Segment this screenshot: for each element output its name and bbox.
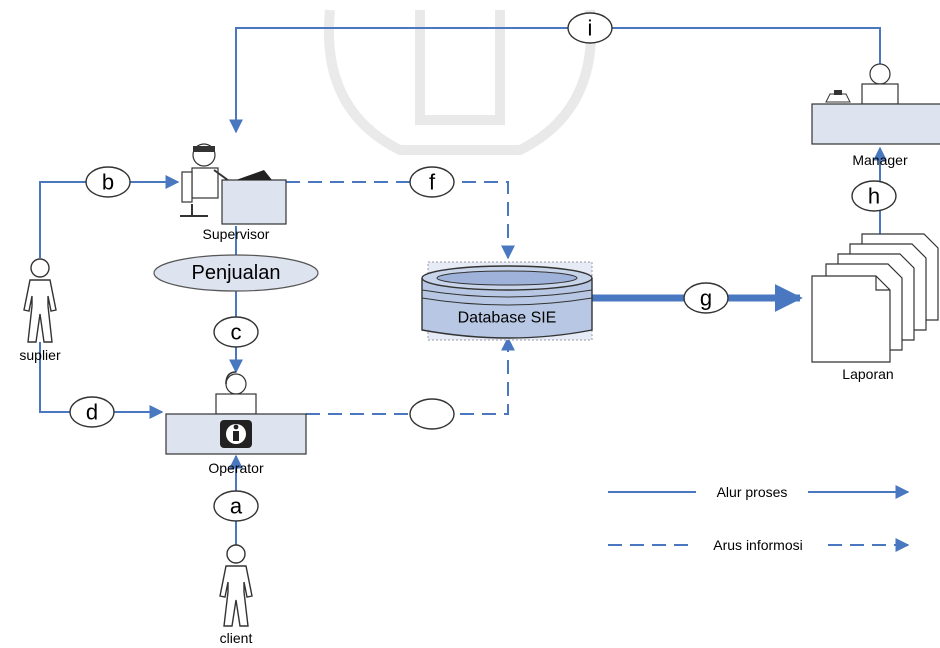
- supervisor-desk-icon: [180, 143, 287, 225]
- legend-process: Alur proses: [608, 482, 910, 502]
- penjualan-label: Penjualan: [192, 262, 281, 284]
- laporan-label: Laporan: [842, 366, 893, 382]
- info-f-line: [286, 181, 515, 260]
- svg-text:h: h: [868, 184, 880, 209]
- operator-desk-icon: [165, 371, 307, 455]
- svg-text:b: b: [102, 170, 114, 195]
- penjualan-node: [153, 254, 319, 292]
- legend: Alur proses Arus informosi: [608, 482, 910, 555]
- operator-label: Operator: [208, 460, 264, 476]
- svg-text:i: i: [588, 16, 593, 41]
- svg-text:c: c: [231, 320, 242, 345]
- legend-info: Arus informosi: [608, 535, 910, 555]
- client-person-icon: [219, 544, 253, 627]
- legend-process-label: Alur proses: [717, 484, 788, 500]
- database-icon: [421, 261, 593, 341]
- flow-b-line: [39, 175, 180, 258]
- circle-a: a: [213, 490, 259, 522]
- client-label: client: [220, 630, 253, 646]
- suplier-person-icon: [23, 258, 57, 343]
- circle-e: [409, 398, 455, 430]
- circle-h: h: [851, 180, 897, 212]
- circle-b: b: [85, 166, 131, 198]
- circle-d: d: [69, 396, 115, 428]
- circle-f: f: [409, 166, 455, 198]
- svg-text:d: d: [86, 400, 98, 425]
- circle-i: i: [567, 12, 613, 44]
- suplier-label: suplier: [19, 347, 61, 363]
- svg-text:a: a: [230, 494, 243, 519]
- supervisor-label: Supervisor: [203, 226, 270, 242]
- legend-info-label: Arus informosi: [713, 537, 802, 553]
- watermark: [323, 9, 597, 155]
- flow-d-line: [39, 342, 164, 419]
- svg-text:f: f: [429, 170, 436, 195]
- database-label: Database SIE: [458, 310, 557, 327]
- svg-text:g: g: [700, 286, 712, 311]
- flow-i-line: [229, 27, 881, 134]
- manager-label: Manager: [852, 152, 908, 168]
- laporan-documents-icon: [811, 233, 939, 363]
- circle-c: c: [213, 316, 259, 348]
- manager-desk-icon: [811, 63, 940, 145]
- circle-g: g: [683, 282, 729, 314]
- info-e-line: [306, 336, 515, 415]
